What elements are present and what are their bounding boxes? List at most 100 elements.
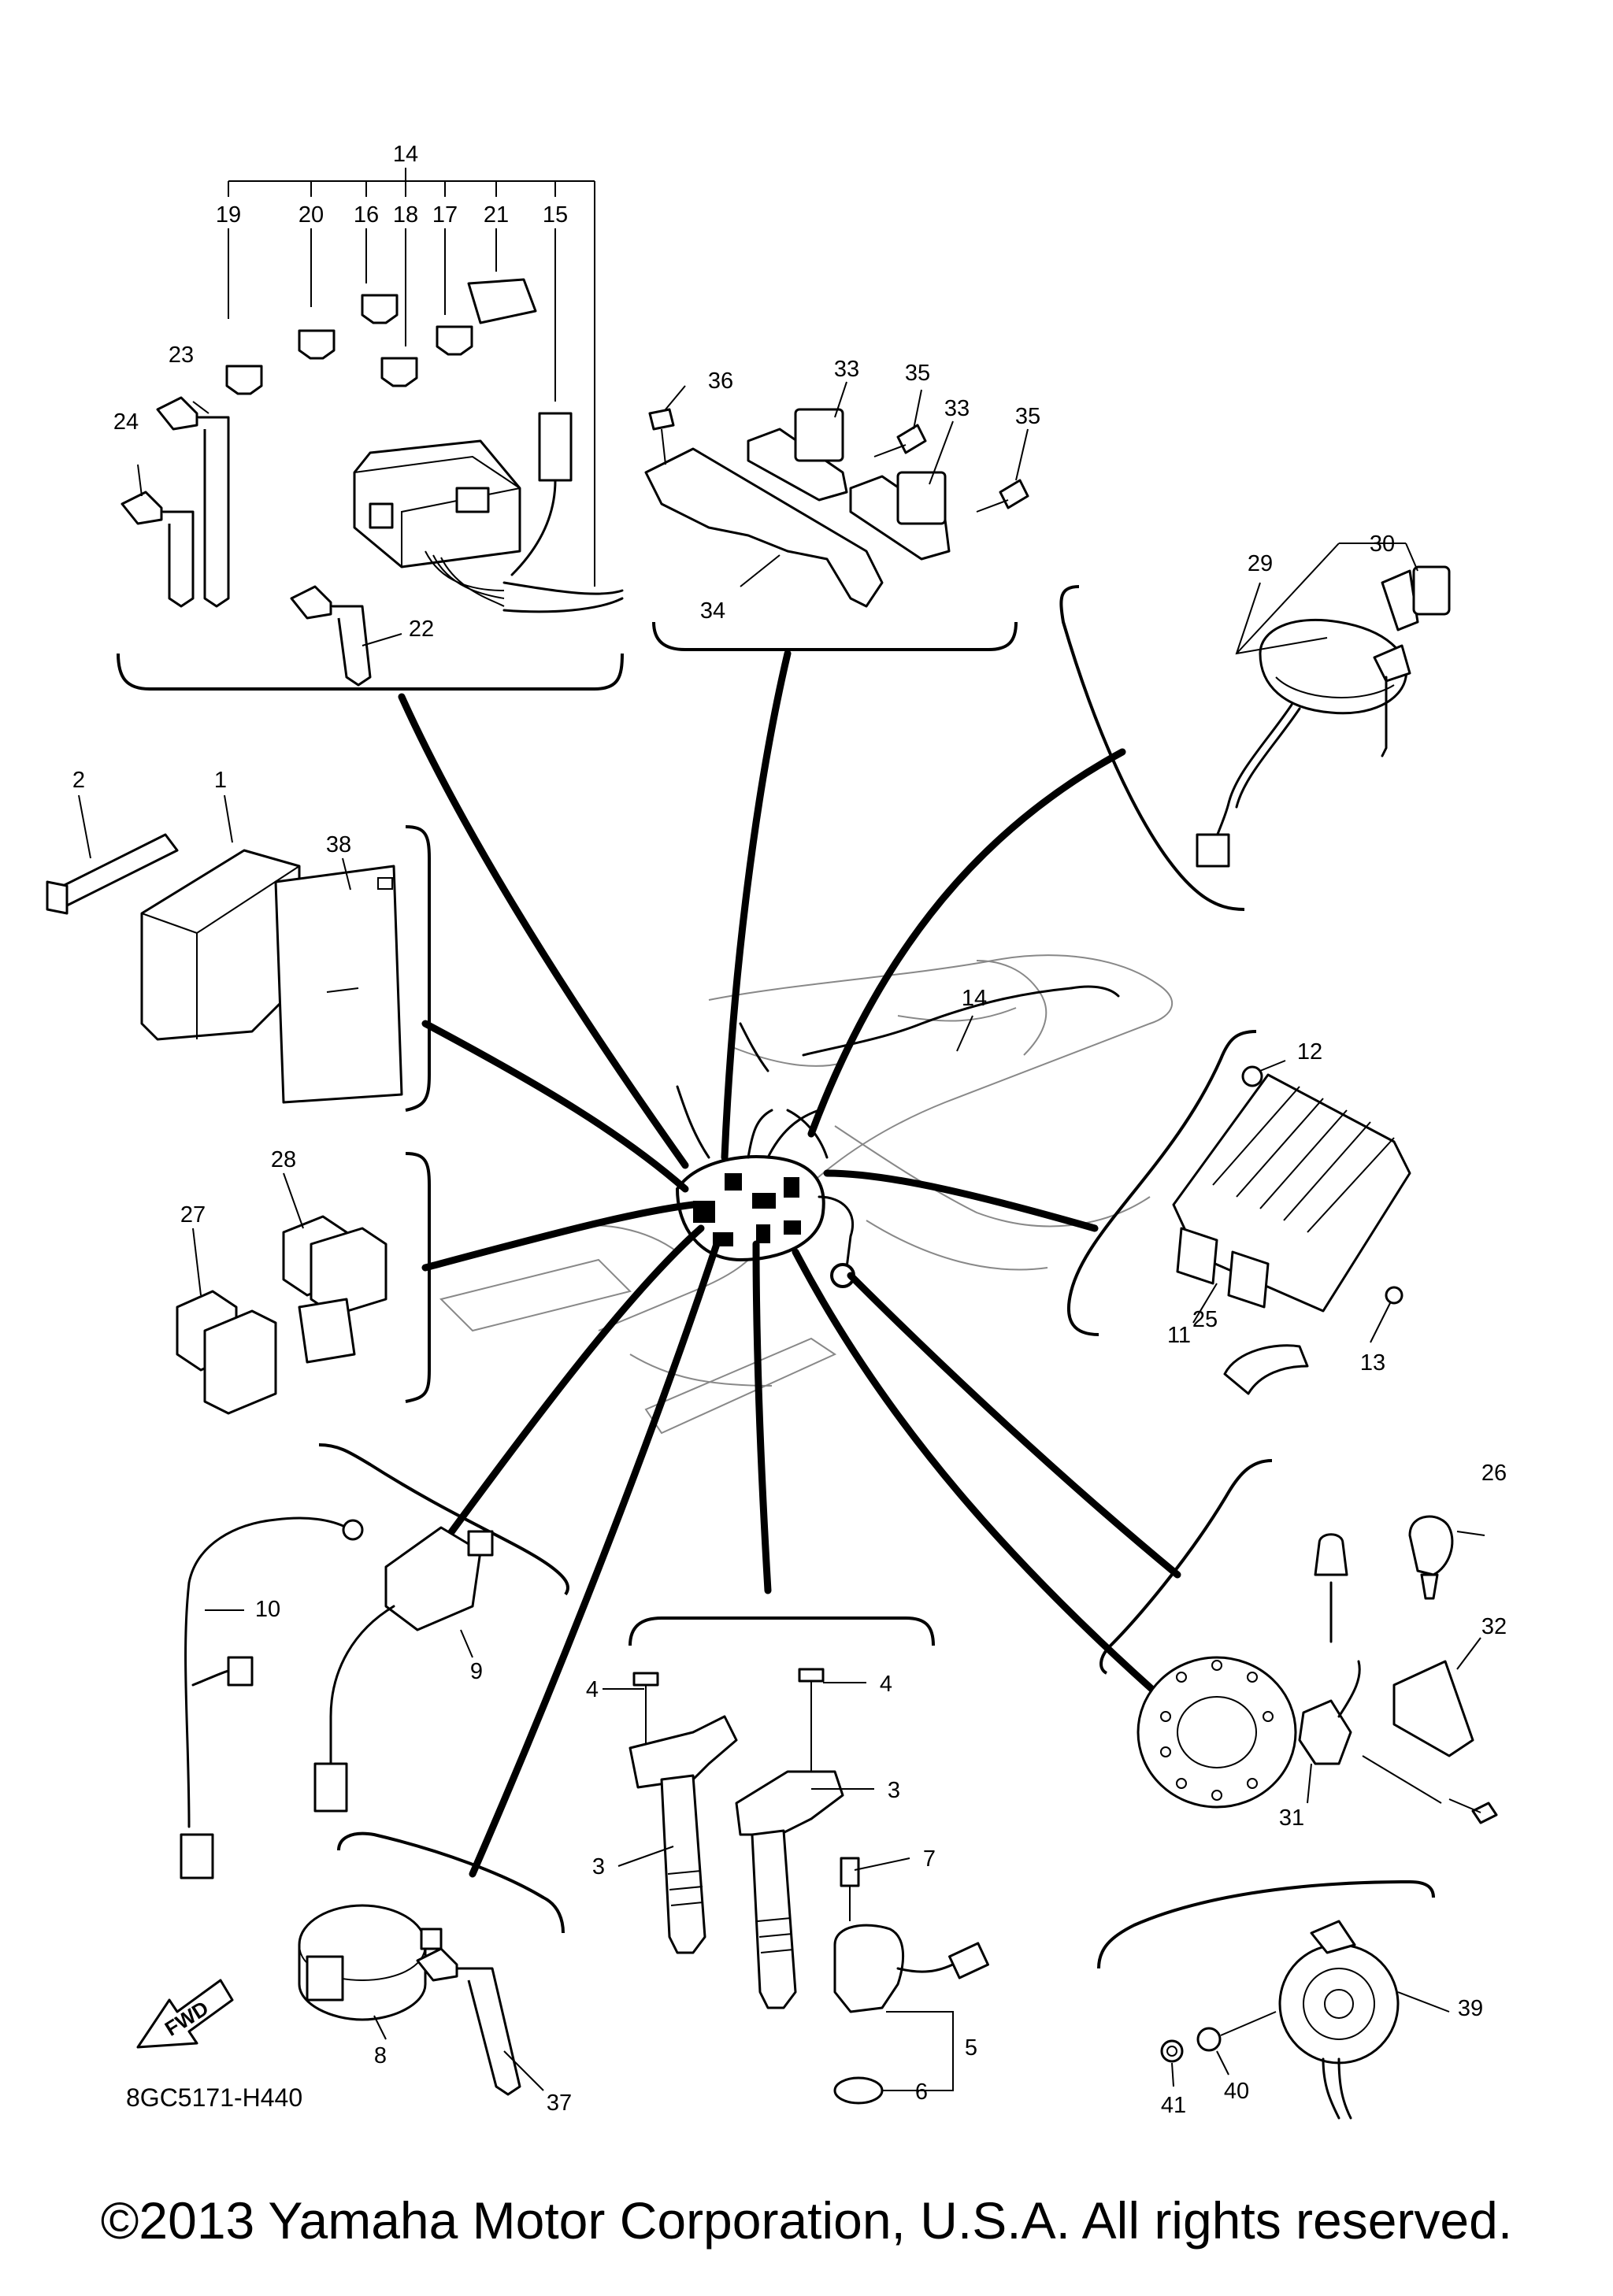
connector-icon (180, 1833, 214, 1879)
callout-32: 32 (1481, 1614, 1507, 1639)
callout-26: 26 (1481, 1461, 1507, 1486)
connector-icon (313, 1762, 348, 1813)
ecu-group: 1 2 38 (46, 768, 431, 1112)
callout-4b: 4 (880, 1672, 892, 1697)
spare-fuse-icon (467, 278, 537, 324)
callout-36: 36 (708, 368, 733, 394)
connector-icon (1196, 833, 1230, 868)
knock-sensor-icon (384, 1526, 482, 1631)
starter-relay-icon (896, 471, 947, 525)
wiring-harness-core (675, 985, 1120, 1288)
callout-24: 24 (113, 409, 139, 435)
fuse-box-group: 14 19 20 16 18 17 21 15 23 24 22 (113, 142, 624, 691)
washer-icon (1196, 2027, 1222, 2052)
callout-8: 8 (374, 2043, 387, 2068)
callout-33b: 33 (944, 396, 970, 421)
fwd-arrow-icon (136, 1979, 234, 2049)
callout-15: 15 (543, 202, 568, 228)
callout-29: 29 (1248, 551, 1273, 576)
callout-3a: 3 (592, 1854, 605, 1879)
horn-icon (1278, 1943, 1400, 2065)
relay-bracket-icon (644, 447, 884, 608)
callout-23: 23 (169, 343, 194, 368)
relay-bracket-group: 36 33 35 33 35 34 (644, 357, 1040, 651)
ecu-icon (140, 849, 301, 1041)
ignition-coil-icon (629, 1715, 738, 1789)
callout-40: 40 (1224, 2079, 1249, 2104)
cable-tie-icon (416, 1947, 458, 1982)
ignition-coil-body-icon (660, 1774, 706, 1954)
fuse-box-latch-icon (369, 502, 394, 529)
fuse-icon (225, 365, 263, 395)
callout-19: 19 (216, 202, 241, 228)
pickup-coil-group: 26 32 31 (1099, 1459, 1507, 1831)
callout-34: 34 (700, 598, 725, 624)
bolt-head-icon (648, 408, 675, 431)
bolt-head-icon (1471, 1802, 1498, 1824)
callout-31: 31 (1279, 1805, 1304, 1831)
callout-1: 1 (214, 768, 227, 793)
callout-3b: 3 (888, 1778, 900, 1803)
fuse-icon (298, 329, 336, 360)
callout-35a: 35 (905, 361, 930, 386)
coupler-icon (1227, 1250, 1270, 1309)
callout-14-harness: 14 (962, 986, 987, 1011)
callout-41: 41 (1161, 2093, 1186, 2118)
callout-5: 5 (965, 2035, 977, 2061)
diagram-code: 8GC5171-H440 (126, 2083, 302, 2112)
coupler-icon (1176, 1227, 1218, 1285)
callout-6: 6 (915, 2079, 928, 2105)
cable-tie-strap-icon (457, 1967, 521, 2096)
ring-terminal-icon (342, 1519, 364, 1541)
o-ring-icon (833, 2076, 884, 2105)
bracket-plate-icon (747, 428, 848, 502)
callout-27: 27 (180, 1202, 206, 1228)
callout-17: 17 (432, 202, 458, 228)
callout-18: 18 (393, 202, 418, 228)
callout-21: 21 (484, 202, 509, 228)
clamp-icon (1223, 1344, 1309, 1395)
bolt-head-icon (798, 1668, 825, 1683)
callout-11: 11 (1167, 1323, 1191, 1348)
callout-2: 2 (72, 768, 85, 793)
ecu-cover-icon (274, 865, 403, 1104)
horn-bracket-icon (1310, 1920, 1356, 1954)
callout-33a: 33 (834, 357, 859, 382)
copyright-notice: ©2013 Yamaha Motor Corporation, U.S.A. A… (100, 2191, 1513, 2250)
key-icon (1412, 565, 1451, 616)
cable-tie-icon (156, 396, 198, 431)
pressure-switch-group: 8 37 (298, 1831, 572, 2116)
callout-35b: 35 (1015, 404, 1040, 429)
callout-16: 16 (354, 202, 379, 228)
rotor-plate-icon (1137, 1656, 1297, 1809)
relay-group: 27 28 (176, 1147, 431, 1415)
pickup-bracket-icon (1392, 1660, 1474, 1757)
connector-icon (1314, 1533, 1348, 1576)
cable-tie-icon (290, 585, 332, 620)
callout-12: 12 (1297, 1039, 1322, 1065)
cable-tie-icon (121, 491, 163, 525)
callout-37: 37 (547, 2090, 572, 2116)
cable-tie-strap-icon (161, 510, 195, 608)
relay-icon (203, 1309, 277, 1415)
callout-28: 28 (271, 1147, 296, 1172)
callout-14: 14 (393, 142, 418, 167)
callout-9: 9 (470, 1659, 483, 1684)
ecu-bracket-icon (54, 833, 179, 907)
callout-25: 25 (1192, 1307, 1218, 1332)
bolt-head-icon (999, 479, 1029, 509)
key-icon (1373, 644, 1411, 683)
callout-38: 38 (326, 832, 351, 857)
sensor-lead-group: 10 9 (180, 1443, 569, 1879)
cable-tie-strap-icon (197, 416, 230, 608)
fuse-icon (361, 294, 399, 324)
connector-icon (538, 412, 573, 482)
fuse-icon (436, 325, 473, 356)
callout-4a: 4 (586, 1677, 599, 1702)
main-switch-group: 29 30 (1059, 531, 1451, 911)
callout-22: 22 (409, 617, 434, 642)
bolt-head-icon (1241, 1065, 1263, 1087)
bolt-head-icon (1385, 1286, 1403, 1305)
connector-icon (227, 1656, 254, 1687)
